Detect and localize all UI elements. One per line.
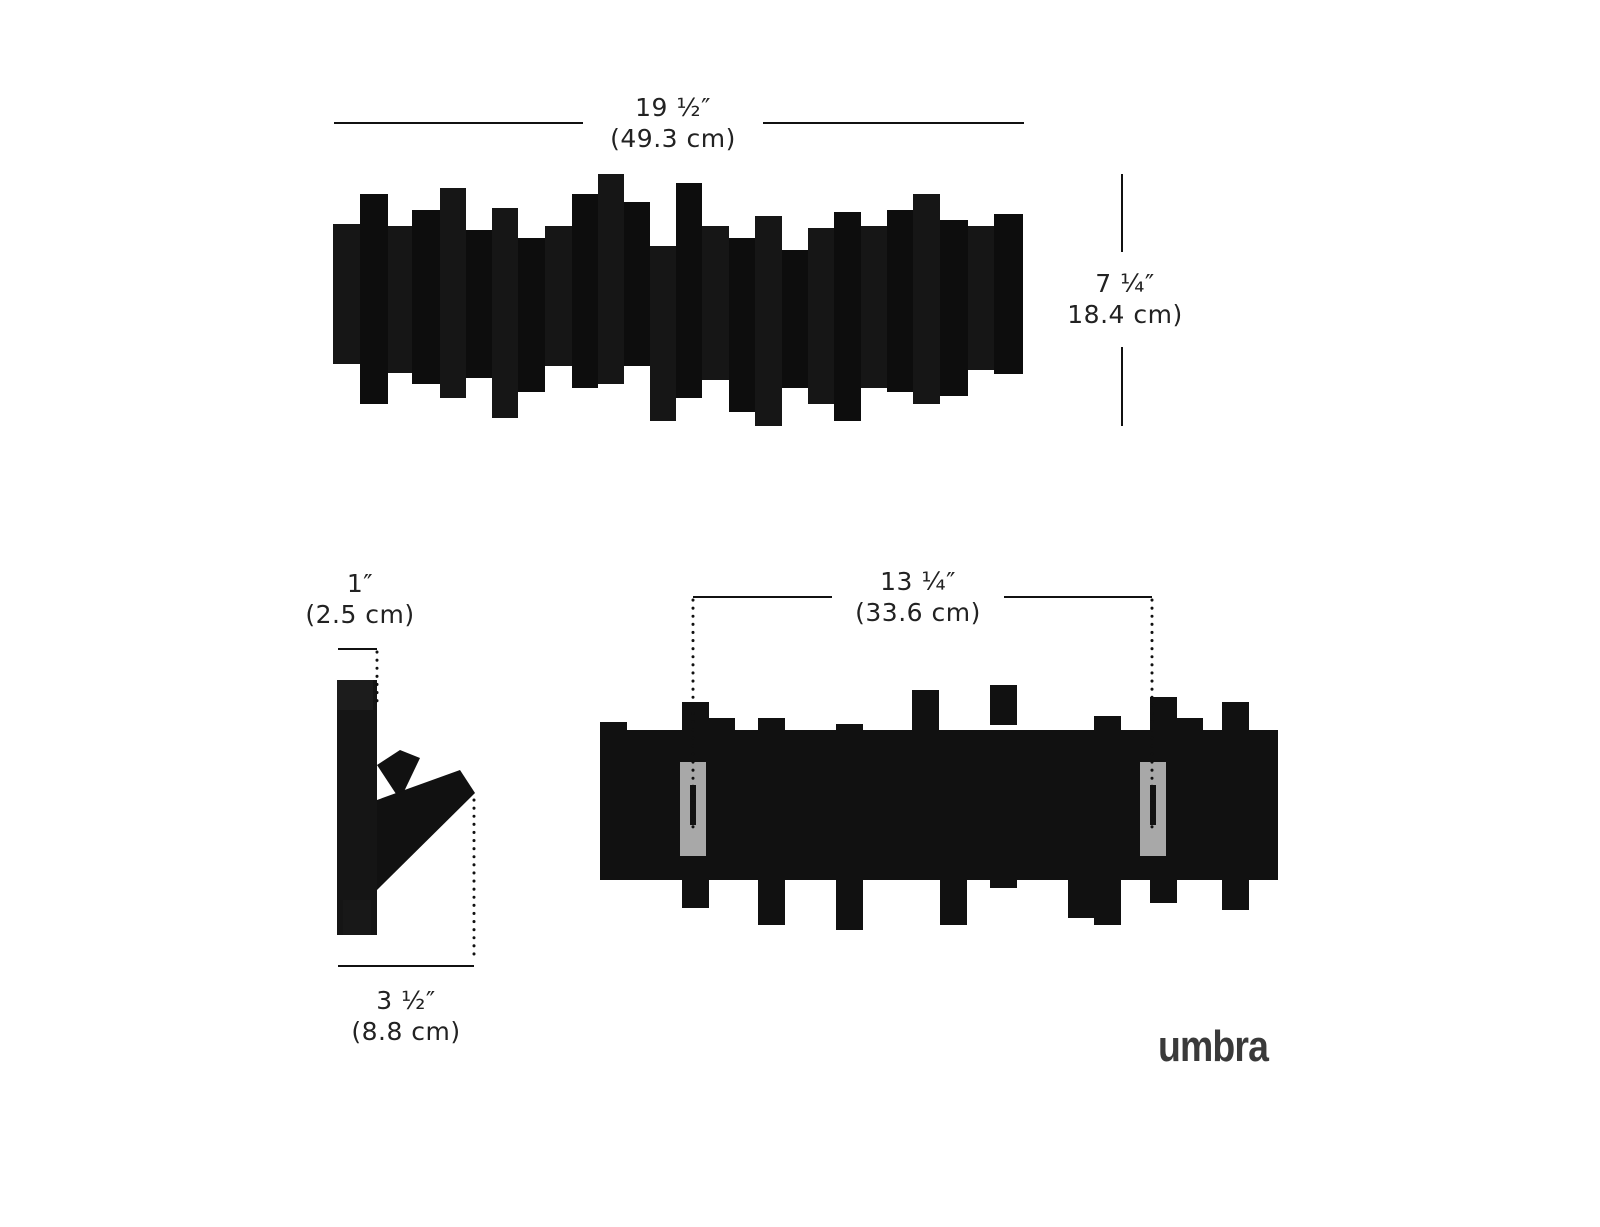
mount-spacing-label: 13 ¼″ (33.6 cm) xyxy=(818,566,1018,628)
hook-bar xyxy=(940,220,968,396)
hook-bar xyxy=(913,194,940,404)
hook-bottom xyxy=(1068,860,1095,918)
closed-depth-metric: (2.5 cm) xyxy=(305,600,415,629)
hook-bottom xyxy=(836,860,863,930)
hook-bar xyxy=(518,238,545,392)
hook-top xyxy=(1094,716,1121,756)
closed-depth-label: 1″ (2.5 cm) xyxy=(280,568,440,630)
hook-bottom xyxy=(1222,860,1249,910)
mount-spacing-metric: (33.6 cm) xyxy=(855,598,981,627)
hook-bar xyxy=(333,224,360,364)
hook-bar xyxy=(861,226,887,388)
umbra-logo: umbra xyxy=(1158,1022,1269,1071)
hook-top xyxy=(600,722,627,762)
hook-bottom xyxy=(940,860,967,925)
hook-top xyxy=(1222,702,1249,742)
hook-bar xyxy=(729,238,755,412)
front-view-hook-rack xyxy=(333,174,1023,426)
hook-bar xyxy=(545,226,572,366)
hook-bar xyxy=(388,226,412,373)
hook-bar xyxy=(782,250,808,388)
back-view-hook-rack xyxy=(600,685,1278,930)
width-metric: (49.3 cm) xyxy=(610,124,736,153)
hook-bar xyxy=(650,246,676,421)
hook-bottom xyxy=(1094,860,1121,925)
width-imperial: 19 ½″ xyxy=(635,93,711,122)
side-view-hook-rack xyxy=(337,680,475,935)
hook-bar xyxy=(412,210,440,384)
hook-top xyxy=(682,702,709,742)
open-depth-imperial: 3 ½″ xyxy=(376,986,436,1015)
hook-bar xyxy=(624,202,650,366)
hook-top xyxy=(836,724,863,764)
closed-depth-imperial: 1″ xyxy=(346,569,374,598)
hook-top xyxy=(1176,718,1203,758)
hook-bottom xyxy=(682,860,709,908)
mount-spacing-imperial: 13 ¼″ xyxy=(880,567,956,596)
hook-top xyxy=(708,718,735,758)
keyhole-slot xyxy=(1150,785,1156,825)
hook-bar xyxy=(834,212,861,421)
hook-top xyxy=(912,690,939,730)
hook-bar xyxy=(466,230,492,378)
hook-bar xyxy=(676,183,702,398)
hook-bottom xyxy=(990,860,1017,888)
hook-top xyxy=(990,685,1017,725)
open-depth-label: 3 ½″ (8.8 cm) xyxy=(326,985,486,1047)
open-depth-metric: (8.8 cm) xyxy=(351,1017,461,1046)
height-imperial: 7 ¼″ xyxy=(1095,269,1155,298)
side-depth-dimension-lines xyxy=(338,648,476,967)
hook-top xyxy=(758,718,785,758)
height-metric: 18.4 cm) xyxy=(1067,300,1183,329)
hook-bar xyxy=(360,194,388,404)
hook-bar xyxy=(572,194,598,388)
hook-bottom xyxy=(758,860,785,925)
width-label: 19 ½″ (49.3 cm) xyxy=(573,92,773,154)
hook-bar xyxy=(755,216,782,426)
keyhole-slot xyxy=(690,785,696,825)
hook-bar xyxy=(887,210,913,392)
hook-bar xyxy=(968,226,994,370)
hook-bar xyxy=(492,208,518,418)
hook-bar xyxy=(598,174,624,384)
height-label: 7 ¼″ 18.4 cm) xyxy=(1040,268,1210,330)
mount-spacing-dimension-lines xyxy=(691,596,1154,832)
hook-bar xyxy=(702,226,729,380)
hook-bar xyxy=(994,214,1023,374)
hook-top xyxy=(1150,697,1177,737)
hook-bottom xyxy=(1150,860,1177,903)
hook-bar xyxy=(808,228,834,404)
hook-bar xyxy=(440,188,466,398)
